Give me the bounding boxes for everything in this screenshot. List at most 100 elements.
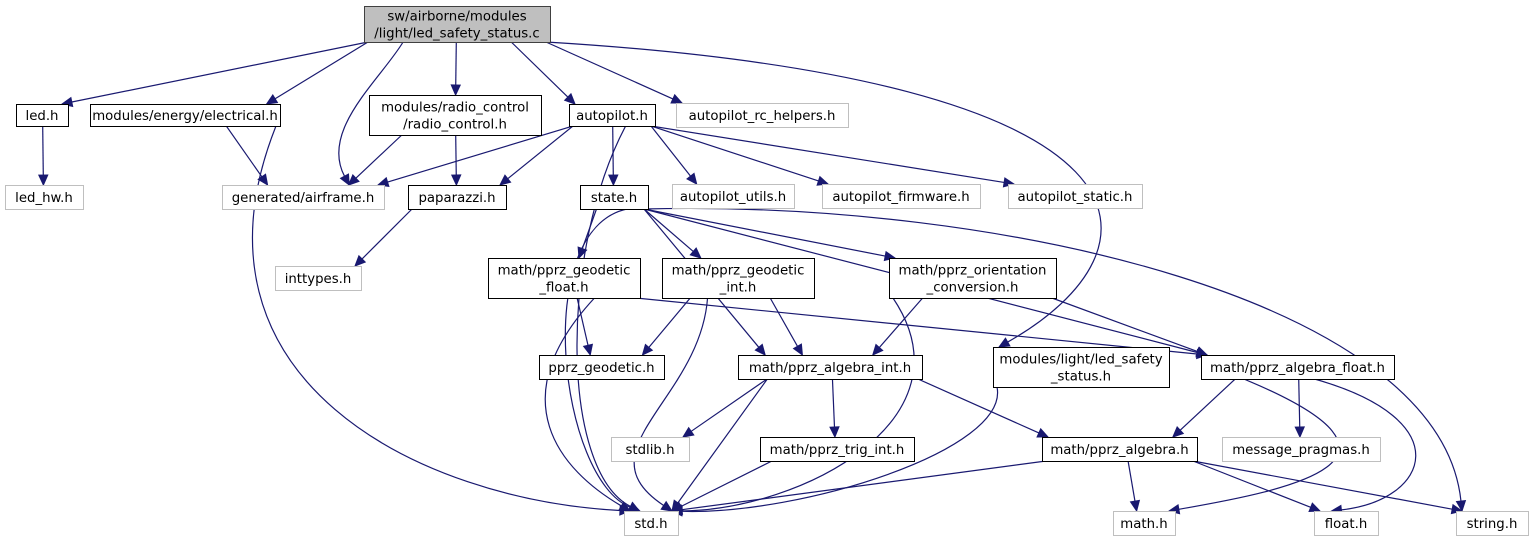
edge-line <box>545 41 674 100</box>
edge-line <box>1179 378 1236 431</box>
edge-line <box>650 125 819 182</box>
arrowhead-icon <box>997 337 1011 348</box>
arrowhead-icon <box>681 426 695 438</box>
edge-radio-control-h-to-paparazzi-h <box>450 134 462 187</box>
node-autopilot-h[interactable]: autopilot.h <box>569 104 656 127</box>
node-paparazzi-h[interactable]: paparazzi.h <box>408 185 507 210</box>
edge-geodetic-int-h-to-algebra-int-h <box>769 297 803 357</box>
node-root[interactable]: sw/airborne/modules/light/led_safety_sta… <box>364 6 551 43</box>
node-box <box>1201 355 1395 380</box>
node-geodetic-float-h[interactable]: math/pprz_geodetic_float.h <box>488 258 641 299</box>
node-label: inttypes.h <box>285 272 352 287</box>
node-label: generated/airframe.h <box>232 191 375 206</box>
edge-line <box>650 125 691 177</box>
edge-line <box>1192 460 1311 508</box>
node-std-h: std.h <box>624 511 679 536</box>
arrowhead-icon <box>1036 427 1050 438</box>
arrowhead-icon <box>257 173 269 186</box>
edge-autopilot-h-to-autopilot-static-h <box>650 125 1016 188</box>
node-state-h[interactable]: state.h <box>580 185 649 210</box>
edge-line <box>681 297 915 512</box>
node-box <box>580 185 649 210</box>
node-algebra-int-h[interactable]: math/pprz_algebra_int.h <box>738 355 923 380</box>
edge-line <box>274 41 369 100</box>
arrowhead-icon <box>1195 346 1209 357</box>
node-label: autopilot_rc_helpers.h <box>689 109 836 124</box>
node-label: autopilot_utils.h <box>680 190 786 205</box>
arrowhead-icon <box>1455 500 1467 513</box>
node-autopilot-utils-h: autopilot_utils.h <box>672 184 795 209</box>
arrowhead-icon <box>38 174 49 187</box>
arrowhead-icon <box>871 343 884 356</box>
edge-line <box>510 41 569 98</box>
node-box <box>676 103 849 128</box>
node-box <box>222 185 385 210</box>
node-pprz-geodetic-h[interactable]: pprz_geodetic.h <box>539 355 665 380</box>
edge-line <box>831 378 836 428</box>
node-stdlib-h: stdlib.h <box>611 437 690 462</box>
node-autopilot-firmware-h: autopilot_firmware.h <box>822 184 981 209</box>
edge-root-to-led-safety-status-h <box>545 41 1102 348</box>
node-label: math/pprz_geodetic <box>672 264 805 279</box>
node-box <box>760 437 915 462</box>
edge-line <box>1298 378 1301 428</box>
node-electrical-h[interactable]: modules/energy/electrical.h <box>90 104 281 127</box>
node-label: /light/led_safety_status.c <box>374 27 539 42</box>
node-label: math/pprz_algebra_int.h <box>749 361 911 376</box>
edge-line <box>690 378 768 432</box>
edge-line <box>455 134 457 176</box>
node-box <box>5 185 84 210</box>
node-trig-int-h[interactable]: math/pprz_trig_int.h <box>760 437 915 462</box>
edge-autopilot-h-to-state-h <box>608 125 619 187</box>
edge-line <box>635 297 1198 355</box>
node-label: paparazzi.h <box>418 191 495 206</box>
edge-paparazzi-h-to-inttypes-h <box>354 208 413 267</box>
edge-line <box>252 125 621 512</box>
edge-line <box>680 460 773 508</box>
edge-line <box>917 378 1040 434</box>
edge-line <box>1051 297 1198 353</box>
edge-algebra-h-to-string-h <box>1192 460 1464 515</box>
edges-layer <box>38 41 1467 517</box>
node-box <box>624 511 679 536</box>
node-box <box>1222 437 1381 462</box>
node-orientation-h[interactable]: math/pprz_orientation_conversion.h <box>889 258 1057 299</box>
edge-algebra-int-h-to-stdlib-h <box>681 378 768 438</box>
arrowhead-icon <box>829 426 840 439</box>
node-string-h: string.h <box>1456 511 1529 536</box>
node-math-h: math.h <box>1113 511 1176 536</box>
arrowhead-icon <box>265 94 279 105</box>
arrowhead-icon <box>450 174 462 187</box>
node-algebra-h[interactable]: math/pprz_algebra.h <box>1042 437 1198 462</box>
edge-root-to-autopilot-h <box>510 41 576 105</box>
edge-line <box>225 125 263 178</box>
node-led-safety-status-h[interactable]: modules/light/led_safety_status.h <box>993 347 1170 388</box>
node-label: string.h <box>1467 517 1518 532</box>
node-label: /radio_control.h <box>403 118 507 133</box>
node-box <box>539 355 665 380</box>
node-geodetic-int-h[interactable]: math/pprz_geodetic_int.h <box>662 258 815 299</box>
node-radio-control-h[interactable]: modules/radio_control/radio_control.h <box>369 95 542 136</box>
node-label: math/pprz_geodetic <box>498 264 631 279</box>
node-message-pragmas-h: message_pragmas.h <box>1222 437 1381 462</box>
node-label: pprz_geodetic.h <box>548 361 654 376</box>
edge-line <box>643 207 1462 502</box>
edge-line <box>387 125 574 183</box>
nodes-layer: sw/airborne/modules/light/led_safety_sta… <box>5 6 1529 536</box>
arrowhead-icon <box>563 92 576 105</box>
node-label: std.h <box>634 517 667 532</box>
edge-trig-int-h-to-std-h <box>670 460 773 512</box>
node-led-h[interactable]: led.h <box>16 104 69 127</box>
node-label: float.h <box>1325 517 1368 532</box>
node-box <box>822 184 981 209</box>
edge-line <box>338 41 404 177</box>
node-label: autopilot_firmware.h <box>832 190 969 205</box>
arrowhead-icon <box>618 501 632 512</box>
node-box <box>738 355 923 380</box>
node-label: autopilot.h <box>576 109 648 124</box>
node-algebra-float-h[interactable]: math/pprz_algebra_float.h <box>1201 355 1395 380</box>
node-label: modules/radio_control <box>381 101 529 116</box>
edge-autopilot-h-to-paparazzi-h <box>499 125 574 186</box>
node-label: led_hw.h <box>15 191 73 206</box>
